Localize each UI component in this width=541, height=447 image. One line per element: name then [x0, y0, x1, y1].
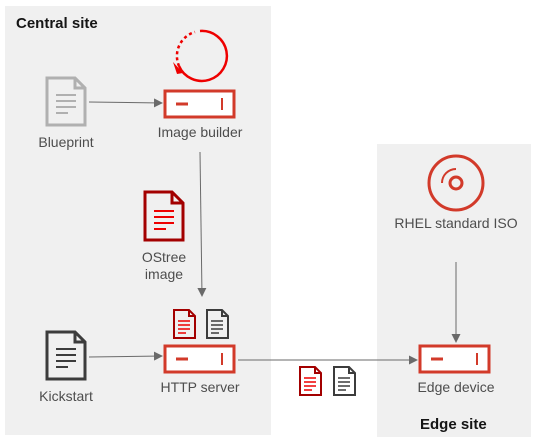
ostree-image-label-line1: OStree — [141, 249, 187, 265]
document-icon — [173, 309, 196, 339]
blueprint-label: Blueprint — [38, 134, 94, 150]
edge-site-title: Edge site — [420, 416, 487, 433]
server-icon — [163, 344, 236, 374]
arrow-blueprint-to-image-builder — [88, 98, 163, 108]
refresh-icon — [173, 29, 229, 83]
document-icon — [333, 366, 356, 396]
arrow-kickstart-to-http-server — [88, 351, 163, 361]
disc-icon — [427, 154, 485, 212]
arrow-image-builder-to-http-server — [197, 151, 207, 297]
document-icon — [143, 190, 185, 242]
edge-site-panel — [377, 144, 531, 437]
http-server-label: HTTP server — [160, 379, 240, 395]
server-icon — [163, 89, 236, 119]
central-site-title: Central site — [16, 15, 98, 32]
rhel-iso-label: RHEL standard ISO — [394, 215, 518, 231]
document-icon — [206, 309, 229, 339]
ostree-image-label-line2: image — [144, 266, 184, 282]
document-icon — [45, 330, 87, 381]
server-icon — [418, 344, 491, 374]
image-builder-label: Image builder — [157, 124, 243, 140]
document-icon — [299, 366, 322, 396]
edge-device-label: Edge device — [417, 379, 495, 395]
document-icon — [45, 76, 87, 127]
kickstart-label: Kickstart — [39, 388, 93, 404]
